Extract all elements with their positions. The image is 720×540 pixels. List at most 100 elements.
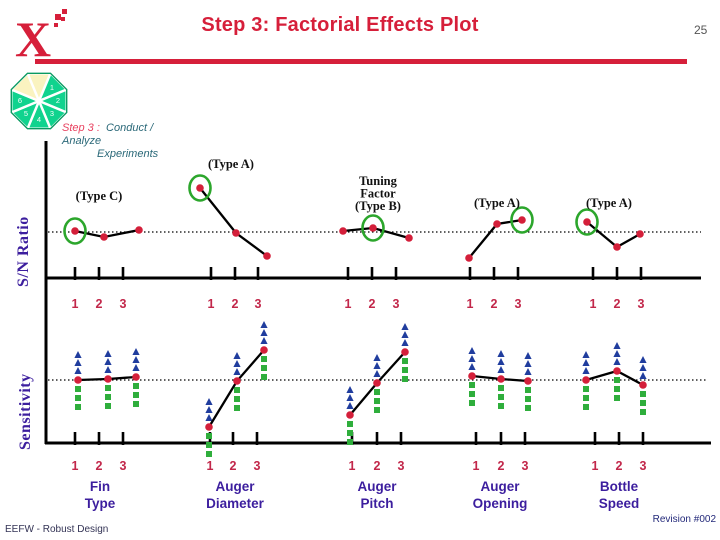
scatter-triangle bbox=[582, 359, 590, 366]
level-tick-label: 3 bbox=[120, 297, 127, 311]
level-tick-label: 2 bbox=[369, 297, 376, 311]
scatter-square bbox=[133, 401, 139, 407]
level-tick-label: 3 bbox=[515, 297, 522, 311]
level-tick-label: 3 bbox=[255, 297, 262, 311]
level-tick-label: 3 bbox=[254, 459, 261, 473]
effect-point bbox=[582, 376, 590, 384]
title-rule bbox=[35, 59, 687, 64]
scatter-square bbox=[347, 421, 353, 427]
pinwheel-outline bbox=[10, 72, 68, 130]
scatter-triangle bbox=[132, 356, 140, 363]
level-tick-label: 2 bbox=[232, 297, 239, 311]
logo-pixel bbox=[61, 17, 65, 21]
effect-point bbox=[613, 243, 621, 251]
scatter-triangle bbox=[373, 354, 381, 361]
scatter-triangle bbox=[205, 406, 213, 413]
level-tick-label: 1 bbox=[345, 297, 352, 311]
plot-header: (Type A) bbox=[586, 196, 632, 210]
scatter-square bbox=[75, 386, 81, 392]
scatter-triangle bbox=[373, 370, 381, 377]
scatter-triangle bbox=[582, 351, 590, 358]
scatter-square bbox=[133, 392, 139, 398]
scatter-square bbox=[498, 394, 504, 400]
scatter-square bbox=[614, 386, 620, 392]
scatter-square bbox=[469, 400, 475, 406]
level-tick-label: 2 bbox=[96, 459, 103, 473]
scatter-triangle bbox=[401, 331, 409, 338]
pinwheel-number: 2 bbox=[56, 96, 60, 105]
scatter-square bbox=[234, 387, 240, 393]
effect-point bbox=[263, 252, 271, 260]
scatter-square bbox=[402, 376, 408, 382]
scatter-triangle bbox=[104, 366, 112, 373]
effect-point bbox=[493, 220, 501, 228]
scatter-square bbox=[75, 395, 81, 401]
slide-title: Step 3: Factorial Effects Plot bbox=[201, 14, 479, 36]
factor-label: Bottle bbox=[600, 479, 639, 494]
step-note-line1-rest: Conduct / bbox=[106, 122, 154, 134]
effect-point bbox=[339, 227, 347, 235]
scatter-square bbox=[525, 405, 531, 411]
scatter-square bbox=[402, 367, 408, 373]
scatter-triangle bbox=[401, 339, 409, 346]
effect-point bbox=[205, 423, 213, 431]
factor-label: Speed bbox=[599, 496, 640, 511]
scatter-triangle bbox=[205, 398, 213, 405]
page-number: 25 bbox=[694, 23, 708, 37]
scatter-triangle bbox=[74, 359, 82, 366]
scatter-triangle bbox=[373, 362, 381, 369]
footer-left: EEFW - Robust Design bbox=[5, 524, 109, 535]
factor-label: Auger bbox=[215, 479, 255, 494]
selected-level-circle bbox=[575, 208, 599, 236]
pinwheel-number: 6 bbox=[18, 96, 22, 105]
effect-point bbox=[465, 254, 473, 262]
effect-point bbox=[401, 348, 409, 356]
scatter-triangle bbox=[582, 367, 590, 374]
scatter-triangle bbox=[639, 364, 647, 371]
scatter-triangle bbox=[205, 414, 213, 421]
scatter-square bbox=[640, 391, 646, 397]
level-tick-label: 2 bbox=[230, 459, 237, 473]
scatter-triangle bbox=[524, 368, 532, 375]
logo-pixel bbox=[62, 9, 67, 14]
factor-label: Auger bbox=[480, 479, 520, 494]
scatter-square bbox=[583, 386, 589, 392]
plot-header: Tuning bbox=[359, 174, 398, 188]
scatter-triangle bbox=[233, 352, 241, 359]
effect-point bbox=[405, 234, 413, 242]
effect-point bbox=[100, 233, 108, 241]
scatter-triangle bbox=[524, 360, 532, 367]
scatter-triangle bbox=[524, 352, 532, 359]
scatter-square bbox=[402, 358, 408, 364]
scatter-triangle bbox=[613, 350, 621, 357]
scatter-square bbox=[234, 405, 240, 411]
step-note-line3: Experiments bbox=[97, 148, 159, 160]
scatter-square bbox=[374, 398, 380, 404]
selected-level-circle bbox=[510, 206, 534, 234]
scatter-square bbox=[105, 385, 111, 391]
level-tick-label: 1 bbox=[72, 297, 79, 311]
level-tick-label: 2 bbox=[614, 297, 621, 311]
pinwheel-number: 4 bbox=[37, 115, 41, 124]
effect-point bbox=[135, 226, 143, 234]
scatter-square bbox=[614, 395, 620, 401]
scatter-triangle bbox=[497, 366, 505, 373]
level-tick-label: 1 bbox=[592, 459, 599, 473]
scatter-triangle bbox=[346, 402, 354, 409]
scatter-triangle bbox=[260, 337, 268, 344]
scatter-square bbox=[206, 442, 212, 448]
plot-header: (Type A) bbox=[208, 157, 254, 171]
scatter-triangle bbox=[346, 394, 354, 401]
level-tick-label: 2 bbox=[374, 459, 381, 473]
selected-level-circle bbox=[361, 214, 385, 242]
scatter-triangle bbox=[468, 355, 476, 362]
scatter-triangle bbox=[132, 364, 140, 371]
effect-point bbox=[369, 224, 377, 232]
effect-line bbox=[586, 221, 641, 249]
scatter-square bbox=[498, 385, 504, 391]
effect-point bbox=[636, 230, 644, 238]
scatter-square bbox=[614, 377, 620, 383]
effect-point bbox=[497, 375, 505, 383]
step-note-step-label: Step 3 : bbox=[62, 122, 100, 134]
